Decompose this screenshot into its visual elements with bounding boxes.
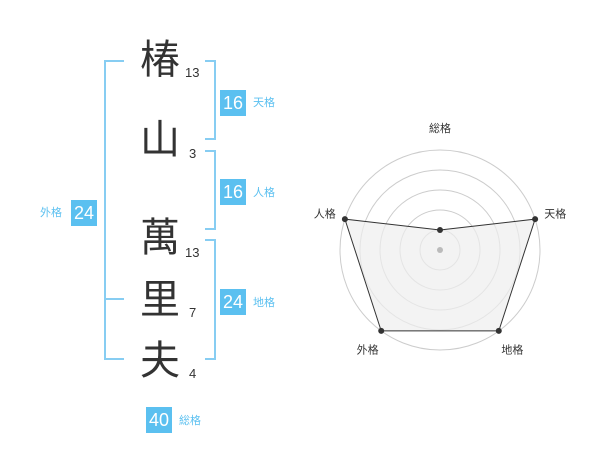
gaikaku-label: 外格 [40, 206, 62, 219]
chikaku-bracket [205, 239, 216, 360]
radar-axis-label-3: 地格 [501, 342, 523, 356]
chikaku-label: 地格 [253, 296, 275, 309]
radar-center-point [437, 247, 443, 253]
radar-axis-label-5: 人格 [314, 207, 336, 221]
stroke-count-3: 13 [185, 245, 200, 260]
name-char-3: 萬 [140, 215, 180, 261]
radar-axis-label-1: 総格 [429, 121, 451, 135]
tenkaku-bracket [205, 60, 216, 140]
gaikaku-value: 24 [71, 200, 98, 226]
soukaku-label: 総格 [179, 414, 201, 427]
radar-point-1 [437, 227, 443, 233]
name-char-2: 山 [140, 117, 180, 163]
jinkaku-bracket [205, 150, 216, 230]
gaikaku-bracket [104, 60, 124, 360]
radar-grid-ring [339, 149, 541, 351]
radar-axis-label-2: 天格 [544, 207, 566, 221]
radar-point-4 [378, 327, 385, 334]
radar-axis-label-4: 外格 [357, 342, 379, 356]
radar-point-5 [341, 216, 348, 223]
name-char-4: 里 [140, 277, 180, 323]
gaikaku-bracket-tick [104, 298, 124, 300]
radar-data-polygon [344, 218, 536, 332]
chikaku-value: 24 [220, 289, 247, 315]
stroke-count-5: 4 [189, 366, 197, 381]
stroke-count-4: 7 [189, 305, 197, 320]
name-char-1: 椿 [140, 37, 180, 83]
stroke-count-2: 3 [189, 146, 197, 161]
radar-point-2 [532, 216, 539, 223]
stroke-count-1: 13 [185, 65, 200, 80]
soukaku-value: 40 [146, 407, 173, 433]
name-char-5: 夫 [140, 338, 180, 384]
tenkaku-label: 天格 [253, 96, 275, 109]
jinkaku-label: 人格 [253, 186, 275, 199]
jinkaku-value: 16 [220, 179, 247, 205]
radar-point-3 [495, 327, 502, 334]
tenkaku-value: 16 [220, 90, 247, 116]
